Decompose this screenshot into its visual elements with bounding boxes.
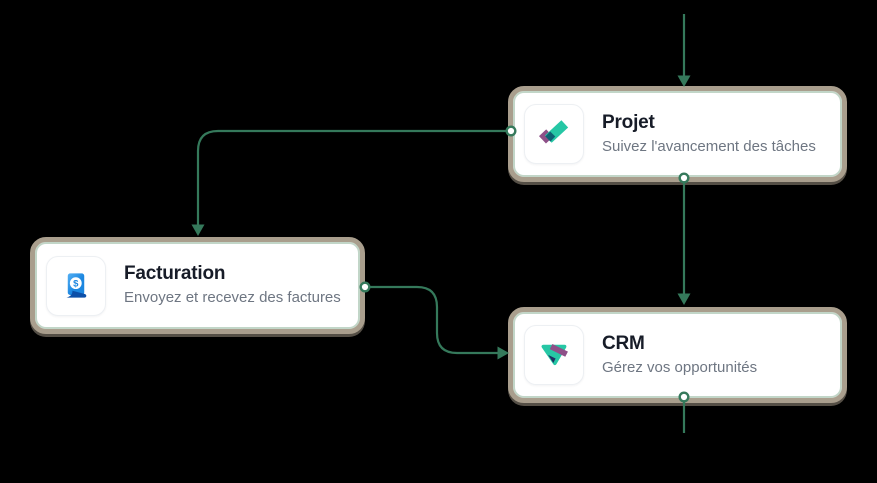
- edge-facturation-to-crm: [365, 285, 498, 355]
- check-icon: [538, 120, 569, 144]
- facturation-text: Facturation Envoyez et recevez des factu…: [124, 263, 341, 308]
- node-subtitle: Envoyez et recevez des factures: [124, 289, 341, 307]
- node-title: Facturation: [124, 263, 226, 285]
- crm-text: CRM Gérez vos opportunités: [602, 333, 757, 378]
- svg-text:$: $: [73, 278, 79, 289]
- crm-icon-tile: [524, 325, 584, 385]
- facturation-icon-tile: $: [46, 255, 106, 316]
- edge-projet-to-facturation: [196, 129, 511, 225]
- node-subtitle: Suivez l'avancement des tâches: [602, 137, 816, 155]
- node-title: Projet: [602, 111, 655, 133]
- node-facturation[interactable]: $ Facturation Envoyez et recevez des fac…: [30, 237, 365, 334]
- invoice-icon: $: [66, 272, 87, 298]
- node-projet[interactable]: Projet Suivez l'avancement des tâches: [508, 86, 847, 182]
- projet-icon-tile: [524, 104, 584, 164]
- node-crm[interactable]: CRM Gérez vos opportunités: [508, 307, 847, 403]
- arrowhead-crm-top: [677, 293, 691, 305]
- funnel-icon: [541, 344, 568, 366]
- projet-text: Projet Suivez l'avancement des tâches: [602, 112, 816, 157]
- node-title: CRM: [602, 332, 645, 354]
- arrowhead-facturation-top: [191, 224, 205, 236]
- node-subtitle: Gérez vos opportunités: [602, 358, 758, 376]
